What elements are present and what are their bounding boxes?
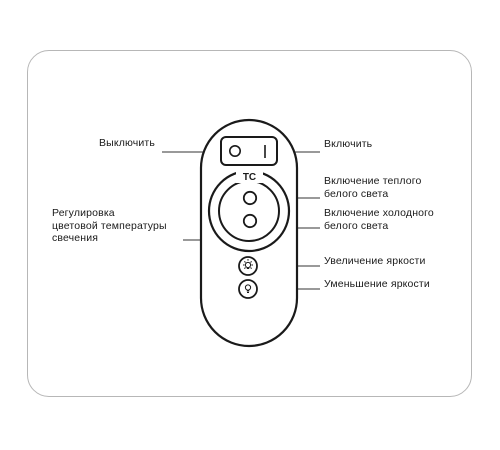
label-cold-white: Включение холодного белого света — [324, 207, 434, 232]
brightness-up-button-ring[interactable] — [238, 256, 258, 276]
brightness-down-button-ring[interactable] — [238, 279, 258, 299]
cold-white-button[interactable] — [242, 213, 258, 229]
label-turn-off: Выключить — [99, 137, 155, 149]
label-warm-white: Включение теплого белого света — [324, 175, 422, 200]
brightness-down-button[interactable] — [238, 279, 258, 299]
power-off-icon — [229, 145, 242, 158]
remote-body — [199, 118, 299, 348]
diagram-frame — [27, 50, 472, 397]
tc-badge-bg — [236, 168, 263, 183]
bulb-minus-icon — [244, 284, 252, 293]
label-brightness-down: Уменьшение яркости — [324, 278, 430, 290]
power-switch[interactable] — [220, 136, 278, 166]
label-color-temp: Регулировка цветовой температуры свечени… — [52, 207, 167, 244]
brightness-up-button[interactable] — [238, 256, 258, 276]
bulb-plus-icon — [243, 259, 253, 269]
label-turn-on: Включить — [324, 138, 373, 150]
tc-badge: TC — [243, 172, 256, 183]
power-switch-frame[interactable] — [220, 136, 278, 166]
label-brightness-up: Увеличение яркости — [324, 255, 426, 267]
warm-white-button[interactable] — [242, 190, 258, 206]
